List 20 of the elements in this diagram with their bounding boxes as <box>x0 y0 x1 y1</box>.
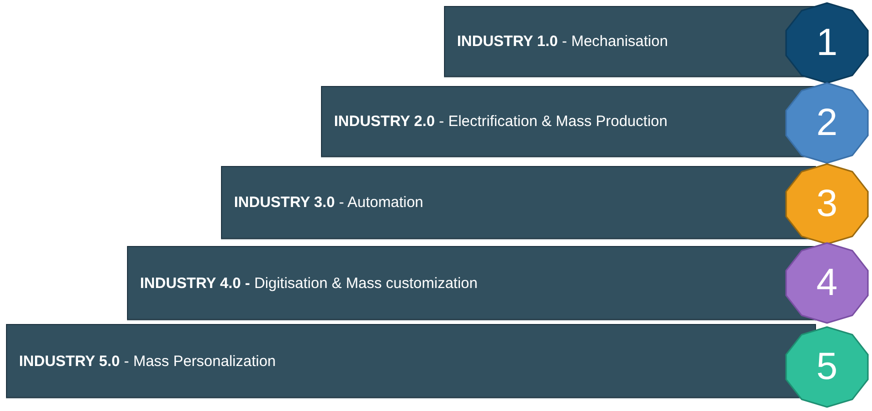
stage-bar <box>6 324 816 398</box>
number-badge <box>783 163 871 245</box>
stage-number: 1 <box>816 24 838 62</box>
stage-label: INDUSTRY 2.0 - Electrification & Mass Production <box>334 113 668 130</box>
stage-number: 5 <box>816 348 838 386</box>
stage-label: INDUSTRY 1.0 - Mechanisation <box>457 33 668 50</box>
stage-bar <box>444 6 816 77</box>
stage-label: INDUSTRY 5.0 - Mass Personalization <box>19 352 276 370</box>
number-badge <box>783 82 871 164</box>
stage-label: INDUSTRY 3.0 - Automation <box>234 194 424 211</box>
number-badge <box>783 242 871 324</box>
stage-bar <box>221 166 816 239</box>
number-badge <box>783 326 871 408</box>
stage-label: INDUSTRY 4.0 - Digitisation & Mass customization <box>140 274 478 292</box>
number-badge <box>783 2 871 84</box>
stage-bar <box>321 86 816 157</box>
stage-number: 4 <box>816 264 838 302</box>
stage-number: 3 <box>816 185 838 223</box>
stage-bar <box>127 246 816 320</box>
stage-number: 2 <box>816 104 838 142</box>
